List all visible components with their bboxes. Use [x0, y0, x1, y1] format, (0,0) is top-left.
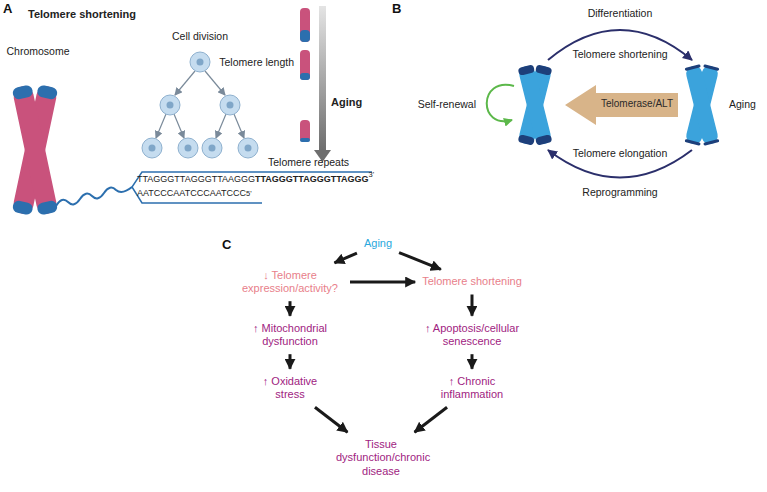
text-label: Reprogramming	[582, 186, 657, 198]
sequence-bracket	[132, 172, 372, 203]
text-label: 5'	[246, 190, 252, 199]
dna-squiggle	[56, 187, 132, 206]
telomere-length-bars	[300, 8, 310, 142]
flow-arrow	[315, 407, 348, 432]
text-label: B	[392, 2, 401, 17]
text-label: A	[3, 2, 12, 17]
flow-node: ↑ Mitochondrial dysfunction	[235, 320, 345, 350]
flow-arrow	[471, 354, 474, 369]
flow-arrow	[399, 253, 441, 270]
flow-arrow	[334, 253, 356, 263]
flow-node: ↓ Telomere expression/activity?	[234, 267, 346, 297]
flow-arrow	[289, 354, 292, 369]
chromosome-a	[12, 84, 59, 215]
text-label: Telomere length	[219, 56, 294, 68]
text-label: Telomere repeats	[268, 156, 349, 168]
node-text: ↓ Telomere expression/activity?	[237, 269, 343, 295]
node-text: Telomere shortening	[422, 275, 522, 288]
chromosome-b-left	[518, 64, 553, 145]
text-label: Aging	[729, 98, 756, 110]
text-label: 3'	[368, 171, 374, 180]
flow-node: ↑ Oxidative stress	[250, 373, 330, 403]
flow-node: Aging	[361, 235, 395, 252]
differentiation-arc	[548, 30, 692, 60]
text-label: AATCCCAATCCCAATCCC	[137, 188, 246, 198]
flow-node: Tissue dysfunction/chronic disease	[333, 436, 429, 480]
text-label: Telomere shortening	[28, 8, 136, 21]
flow-node: ↑ Apoptosis/cellular senescence	[416, 320, 528, 350]
text-label: TTAGGGTTAGGGTTAGGG	[255, 174, 368, 184]
chromosome-b-right	[685, 64, 720, 145]
node-text: ↑ Mitochondrial dysfunction	[238, 322, 342, 348]
node-text: ↑ Apoptosis/cellular senescence	[419, 322, 525, 348]
text-label: C	[222, 238, 231, 253]
text-label: Aging	[331, 96, 362, 109]
text-label: Differentiation	[588, 7, 653, 19]
cell-division-tree	[156, 71, 244, 138]
text-label: Telomere elongation	[573, 147, 668, 159]
self-renewal-arrow	[487, 85, 514, 121]
telomerase-arrow	[565, 85, 678, 125]
flow-node: ↑ Chronic inflammation	[422, 373, 522, 403]
flow-arrow	[470, 295, 473, 316]
text-label: Chromosome	[6, 45, 69, 57]
text-label: Telomerase/ALT	[601, 98, 673, 110]
text-label: Telomere shortening	[572, 48, 667, 60]
text-label: TTAGGGTTAGGGTTAAGGG	[137, 174, 255, 184]
node-text: Aging	[364, 237, 392, 250]
node-text: ↑ Chronic inflammation	[425, 375, 519, 401]
flow-arrow	[289, 301, 292, 316]
flow-node: Telomere shortening	[419, 273, 525, 290]
flow-arrow	[415, 407, 448, 432]
node-text: Tissue dysfunction/chronic disease	[336, 438, 426, 478]
aging-gradient-arrow	[314, 6, 331, 162]
cell-nuclei	[149, 59, 252, 152]
text-label: Cell division	[172, 30, 228, 42]
node-text: ↑ Oxidative stress	[253, 375, 327, 401]
text-label: Self-renewal	[418, 98, 476, 110]
flow-arrow	[350, 281, 415, 284]
